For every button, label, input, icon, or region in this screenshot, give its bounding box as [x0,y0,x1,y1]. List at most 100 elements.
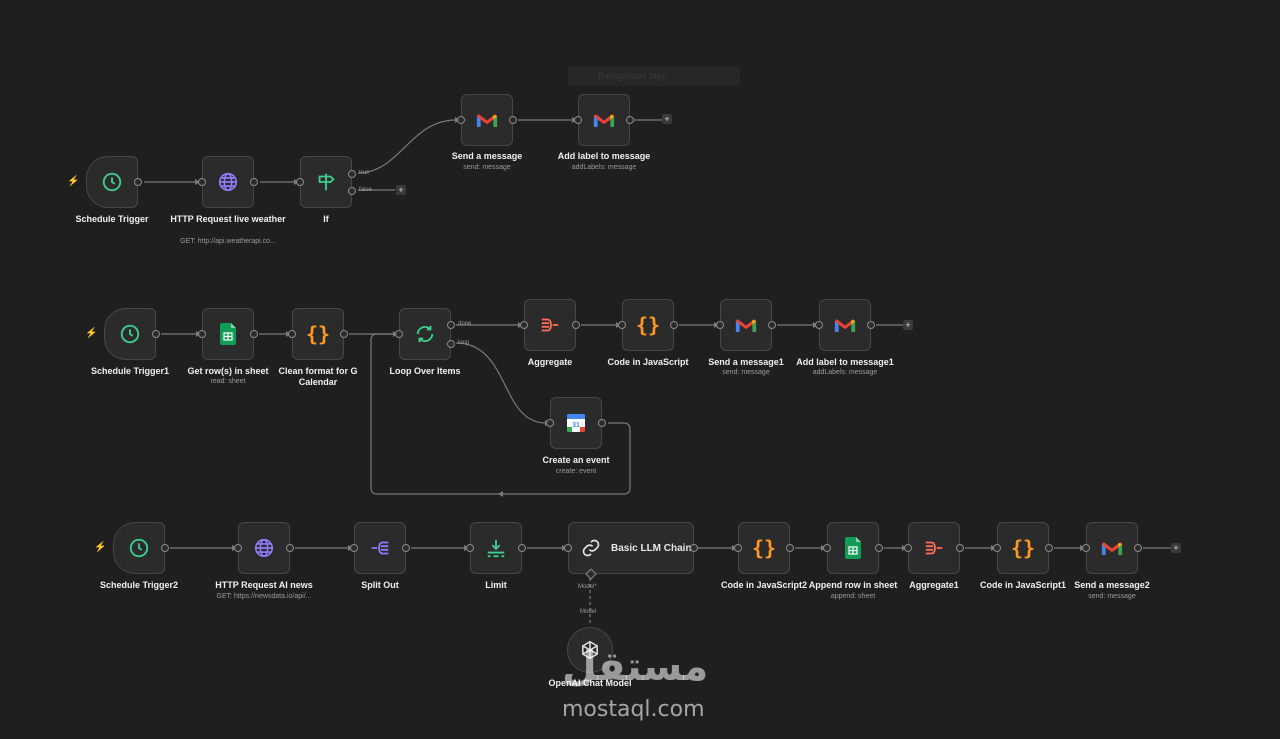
output-port-done[interactable] [447,321,455,329]
node-openai-chat-model[interactable] [567,627,613,673]
output-port[interactable] [509,116,517,124]
node-label: HTTP Request live weather [170,214,286,224]
sticky-note[interactable]: Background Step [568,66,740,86]
edge [357,119,457,174]
input-port[interactable] [564,544,572,552]
node-label: Code in JavaScript1 [979,580,1067,590]
output-port[interactable] [690,544,698,552]
node-http-request-ai-news[interactable] [234,522,294,574]
output-port[interactable] [956,544,964,552]
input-port[interactable] [198,178,206,186]
input-port[interactable] [716,321,724,329]
input-port[interactable] [520,321,528,329]
add-node-button[interactable]: + [903,320,913,330]
output-port[interactable] [134,178,142,186]
output-port[interactable] [670,321,678,329]
input-port[interactable] [288,330,296,338]
node-clean-format[interactable]: {} [288,308,348,360]
input-port[interactable] [618,321,626,329]
node-label: If [323,214,329,224]
output-port[interactable] [402,544,410,552]
node-label: Schedule Trigger1 [90,366,170,376]
input-port[interactable] [815,321,823,329]
output-port[interactable] [768,321,776,329]
node-create-an-event[interactable]: 31 [546,397,606,449]
output-port[interactable] [1134,544,1142,552]
node-send-a-message[interactable] [457,94,517,146]
add-node-button[interactable]: + [662,114,672,124]
node-subtitle: GET: http://api.weatherapi.co... [180,238,276,245]
node-get-rows-in-sheet[interactable] [198,308,258,360]
node-split-out[interactable] [350,522,410,574]
node-schedule-trigger[interactable] [86,156,142,208]
input-port[interactable] [823,544,831,552]
watermark-text: mostaql.com [562,697,705,722]
node-http-request-live-weather[interactable] [198,156,258,208]
node-label: Create an event [542,455,610,465]
node-basic-llm-chain[interactable]: Basic LLM Chain [564,522,698,580]
input-port[interactable] [1082,544,1090,552]
output-port[interactable] [875,544,883,552]
node-add-label-to-message1[interactable] [815,299,875,351]
node-schedule-trigger1[interactable] [104,308,160,360]
input-port[interactable] [457,116,465,124]
input-port[interactable] [574,116,582,124]
node-subtitle: GET: https://newsdata.io/api/... [216,593,312,600]
output-port[interactable] [250,330,258,338]
gmail-icon [476,112,498,129]
node-add-label-to-message[interactable] [574,94,634,146]
input-port[interactable] [904,544,912,552]
output-port-loop[interactable] [447,340,455,348]
edge [455,342,547,424]
add-node-button[interactable]: + [396,185,406,195]
output-port[interactable] [572,321,580,329]
output-port[interactable] [340,330,348,338]
node-aggregate1[interactable] [904,522,964,574]
aggregate-icon [539,314,561,336]
node-label: Send a message [451,151,523,161]
input-port[interactable] [350,544,358,552]
input-port[interactable] [296,178,304,186]
input-port[interactable] [546,419,554,427]
output-port[interactable] [152,330,160,338]
node-code-in-javascript[interactable]: {} [618,299,678,351]
output-label-done: done [458,321,472,327]
add-node-button[interactable]: + [1171,543,1181,553]
output-port[interactable] [1045,544,1053,552]
output-port[interactable] [250,178,258,186]
split-icon [369,537,391,559]
node-aggregate[interactable] [520,299,580,351]
input-port[interactable] [234,544,242,552]
input-port[interactable] [993,544,1001,552]
limit-icon [485,537,507,559]
node-label: Get row(s) in sheet [187,366,269,376]
input-port[interactable] [198,330,206,338]
node-append-row-in-sheet[interactable] [823,522,883,574]
node-code-in-javascript2[interactable]: {} [734,522,794,574]
node-limit[interactable] [466,522,526,574]
input-port[interactable] [734,544,742,552]
output-label-false: false [359,187,372,193]
code-braces-icon: {} [305,322,331,346]
output-port-true[interactable] [348,170,356,178]
output-port[interactable] [518,544,526,552]
input-port[interactable] [395,330,403,338]
node-schedule-trigger2[interactable] [113,522,169,574]
node-subtitle: send: message [463,164,511,171]
output-port[interactable] [867,321,875,329]
output-port[interactable] [626,116,634,124]
trigger-bolt-icon: ⚡ [85,328,98,339]
globe-icon [253,537,275,559]
output-port[interactable] [286,544,294,552]
node-code-in-javascript1[interactable]: {} [993,522,1053,574]
node-if[interactable]: true false [296,156,372,208]
output-port[interactable] [598,419,606,427]
output-port[interactable] [161,544,169,552]
node-send-a-message1[interactable] [716,299,776,351]
input-port[interactable] [466,544,474,552]
output-port-false[interactable] [348,187,356,195]
output-port[interactable] [786,544,794,552]
node-loop-over-items[interactable]: done loop [395,308,471,360]
node-send-a-message2[interactable] [1082,522,1142,574]
